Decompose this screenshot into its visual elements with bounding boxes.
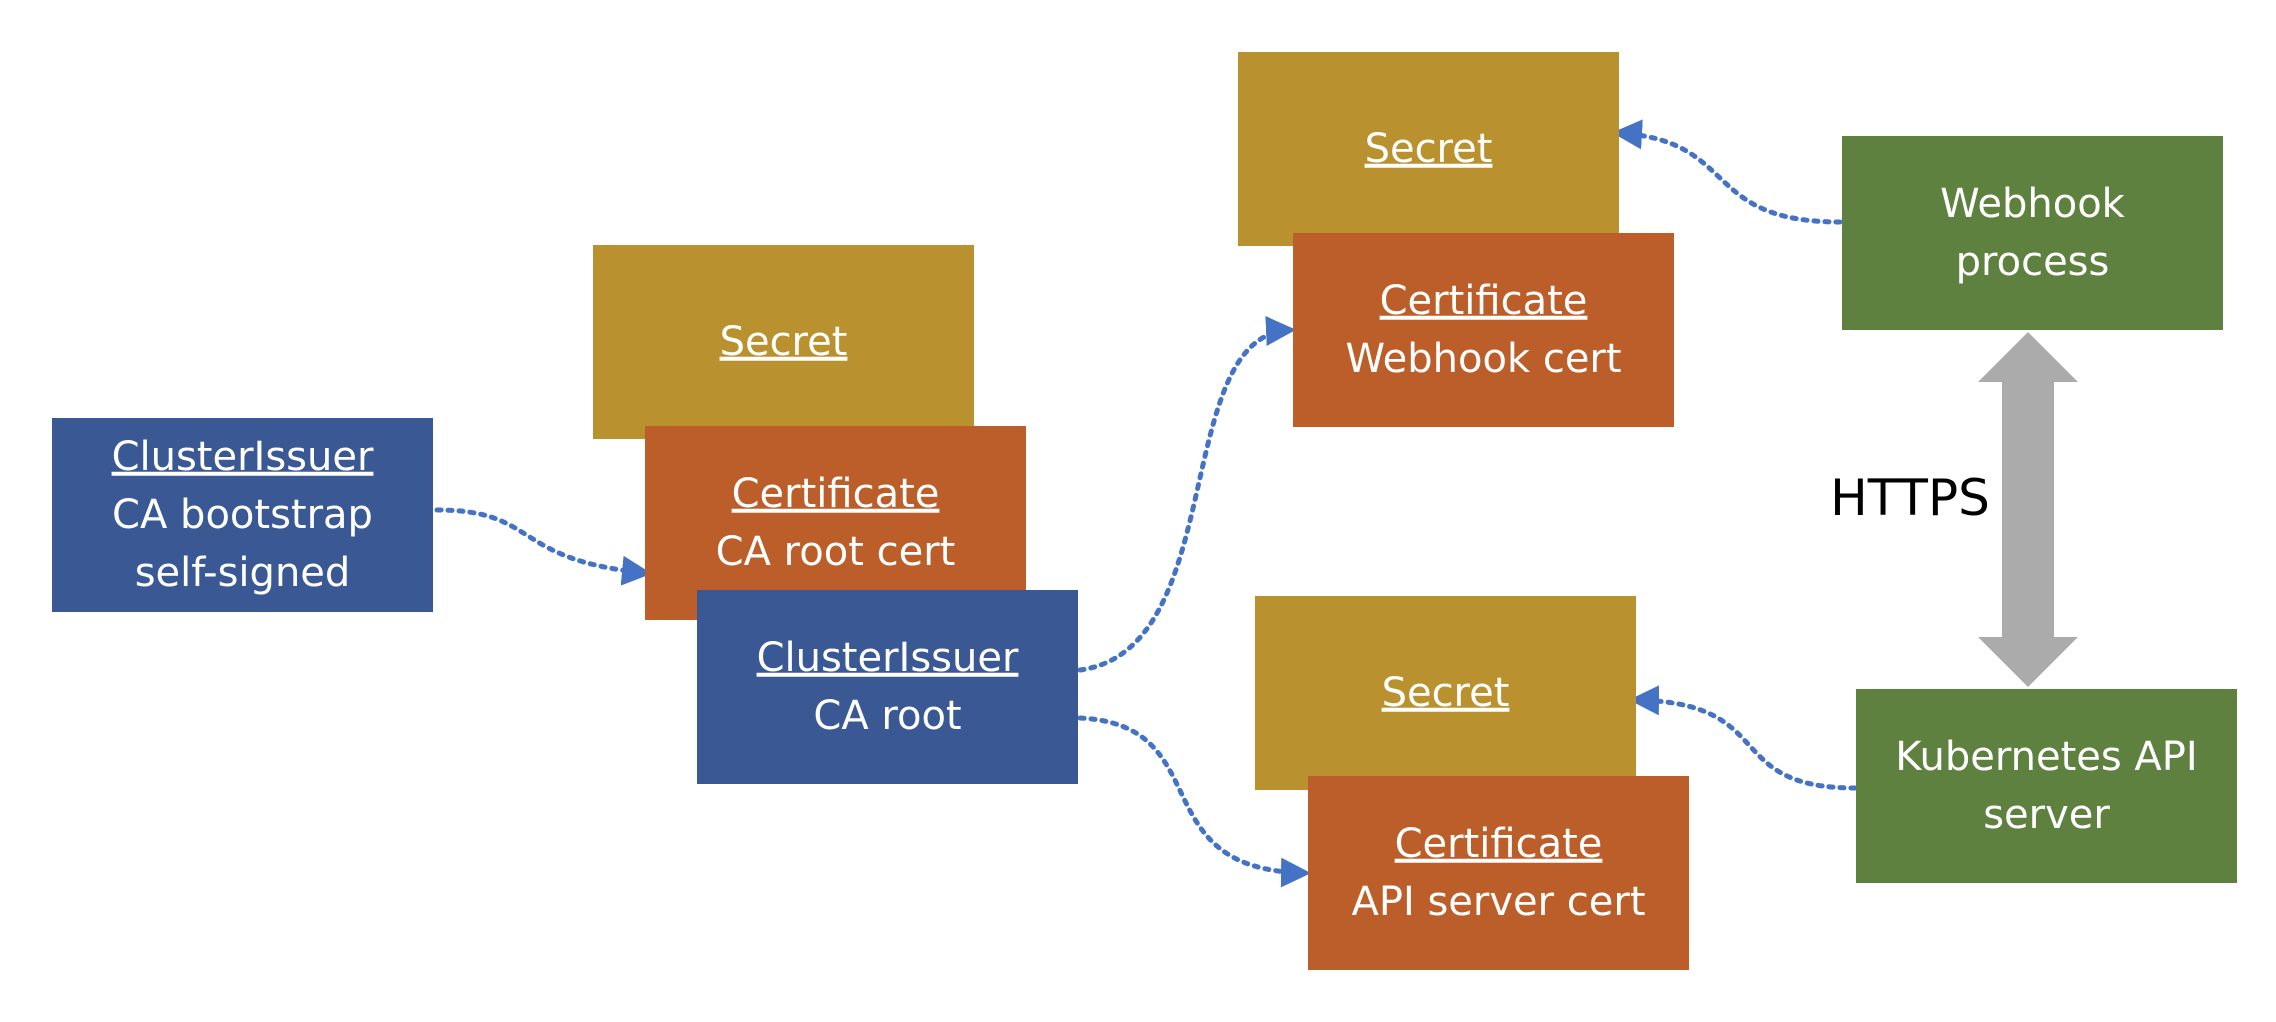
edge-ca-root-issuer-to-api-cert [1077,715,1311,888]
edge-ca-bootstrap-to-ca-root-cert [434,507,652,586]
node-label: CA bootstrap [112,492,373,538]
node-box [1842,136,2223,330]
node-webhook-process: Webhook process [1842,136,2223,330]
node-label: Webhook cert [1345,336,1621,382]
https-double-arrow [1978,332,2078,687]
https-label: HTTPS [1830,469,1990,527]
edge-webhook-process-to-webhook-secret [1612,119,1843,225]
node-title: Certificate [1395,821,1603,867]
node-title: Secret [1365,126,1493,172]
https-layer: HTTPS [1830,332,2078,687]
edge-kube-api-to-api-secret [1629,685,1858,791]
node-ca-root-secret: Secret [593,245,974,439]
node-box [1856,689,2237,883]
node-box [1238,52,1619,246]
node-title: Secret [720,319,848,365]
node-title: Certificate [1380,278,1588,324]
node-box [645,426,1026,620]
node-box [593,245,974,439]
node-box [697,590,1078,784]
node-box [1255,596,1636,790]
node-label: API server cert [1351,879,1645,925]
node-label: process [1956,239,2110,285]
node-title: ClusterIssuer [757,635,1019,681]
node-api-secret: Secret [1255,596,1636,790]
node-webhook-secret: Secret [1238,52,1619,246]
node-label: CA root [813,693,961,739]
node-box [1293,233,1674,427]
node-box [52,418,433,612]
node-title: Certificate [732,471,940,517]
node-ca-root-issuer: ClusterIssuer CA root [697,590,1078,784]
node-title: Secret [1382,670,1510,716]
edge-ca-root-issuer-to-webhook-cert [1077,316,1296,673]
node-ca-bootstrap: ClusterIssuer CA bootstrap self-signed [52,418,433,612]
node-title: ClusterIssuer [112,434,374,480]
node-label: server [1983,792,2110,838]
node-box [1308,776,1689,970]
node-ca-root-cert: Certificate CA root cert [645,426,1026,620]
node-label: self-signed [135,550,351,596]
node-label: Webhook [1940,181,2126,227]
node-label: Kubernetes API [1895,734,2197,780]
edges-layer [434,119,1858,888]
node-kube-api: Kubernetes API server [1856,689,2237,883]
node-label: CA root cert [716,529,956,575]
